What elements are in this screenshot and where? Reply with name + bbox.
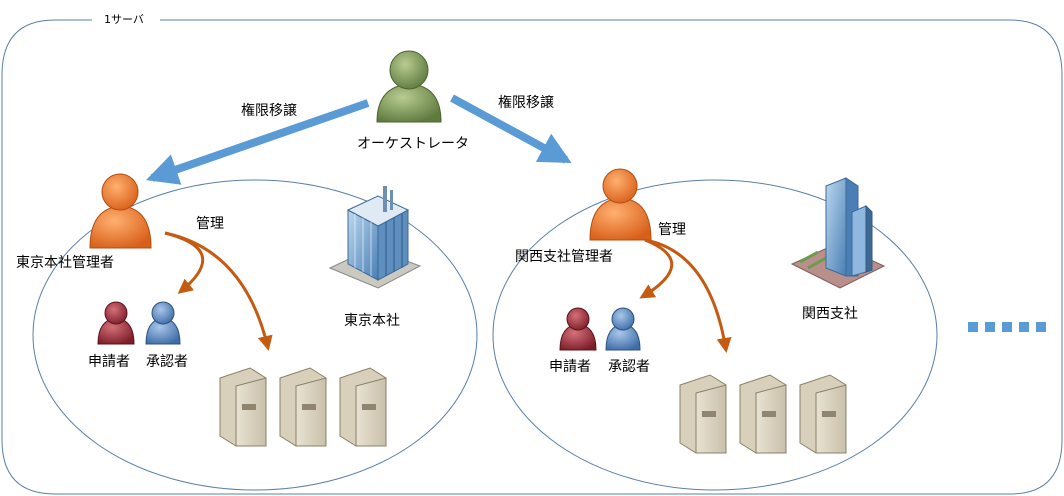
tokyo-applicant-person-icon	[97, 301, 135, 345]
delegation-arrow-right	[450, 94, 572, 164]
tokyo-site-ellipse	[32, 179, 478, 491]
kansai-approver-person-icon	[605, 307, 641, 351]
tokyo-server-icon	[219, 367, 387, 447]
tokyo-building-label: 東京本社	[344, 313, 400, 329]
delegation-right-label: 権限移譲	[498, 95, 554, 111]
tokyo-manage-arrow-users	[164, 231, 205, 294]
kansai-manager-person-icon	[589, 168, 652, 241]
kansai-approver-label: 承認者	[608, 359, 650, 375]
server-label-bg	[92, 10, 160, 30]
tokyo-manage-label: 管理	[196, 216, 224, 232]
tokyo-manage-arrow-servers	[164, 231, 273, 351]
delegation-left-label: 権限移譲	[241, 103, 297, 119]
kansai-applicant-label: 申請者	[549, 359, 591, 375]
orchestrator-label: オーケストレータ	[357, 136, 469, 152]
continuation-dots-icon	[968, 322, 1046, 332]
server-boundary	[1, 19, 1063, 495]
kansai-building-label: 関西支社	[802, 306, 858, 322]
kansai-building-icon	[790, 177, 886, 289]
tokyo-approver-person-icon	[145, 301, 181, 345]
tokyo-manager-label: 東京本社管理者	[16, 255, 114, 271]
tokyo-applicant-label: 申請者	[88, 354, 130, 370]
orchestrator-person-icon	[376, 50, 442, 123]
kansai-applicant-person-icon	[559, 307, 597, 351]
tokyo-approver-label: 承認者	[146, 354, 188, 370]
delegation-arrow-left	[145, 99, 370, 185]
kansai-server-icon	[679, 374, 847, 454]
tokyo-building-icon	[328, 186, 422, 289]
kansai-manage-arrow-servers	[644, 238, 732, 353]
kansai-manage-arrow-users	[639, 238, 674, 299]
kansai-manage-label: 管理	[658, 222, 686, 238]
kansai-manager-label: 関西支社管理者	[515, 249, 613, 265]
tokyo-manager-person-icon	[89, 173, 152, 249]
kansai-site-ellipse	[492, 179, 938, 491]
server-label: 1サーバ	[104, 13, 144, 26]
